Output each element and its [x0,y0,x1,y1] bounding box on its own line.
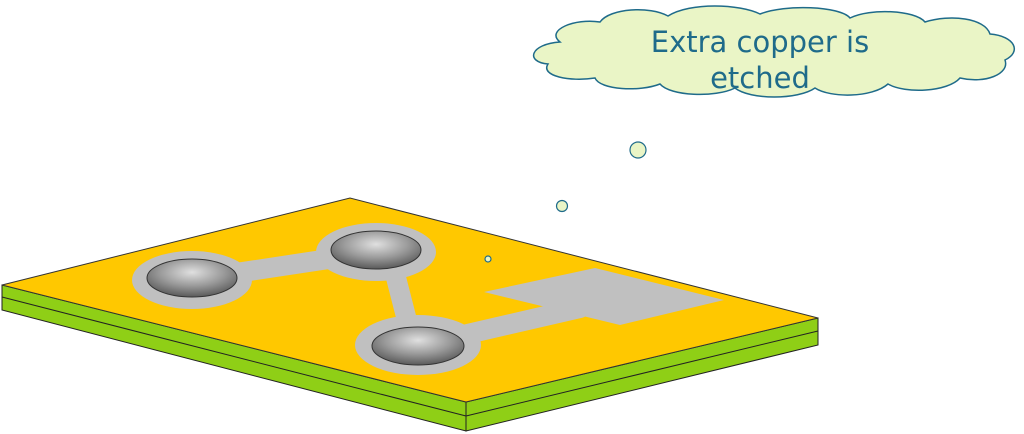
cloud-callout [532,5,1016,98]
thought-bubble-large [629,141,647,159]
callout-text-line2: etched [710,61,810,95]
callout-text-line1: Extra copper is [650,25,870,59]
layer-line-left [1,296,467,417]
via-pad-3 [355,315,481,375]
rectangular-pad [484,268,724,325]
thought-bubble-medium [555,199,569,213]
thought-bubble-small [484,255,492,263]
via-pad-1 [132,251,252,309]
drill-hole [330,230,422,270]
drill-hole [371,326,465,366]
via-pad-2 [316,223,436,281]
board-substrate [1,284,819,432]
drill-hole [146,258,238,298]
callout-text: Extra copper is etched [610,24,910,96]
layer-line-right [465,330,819,417]
